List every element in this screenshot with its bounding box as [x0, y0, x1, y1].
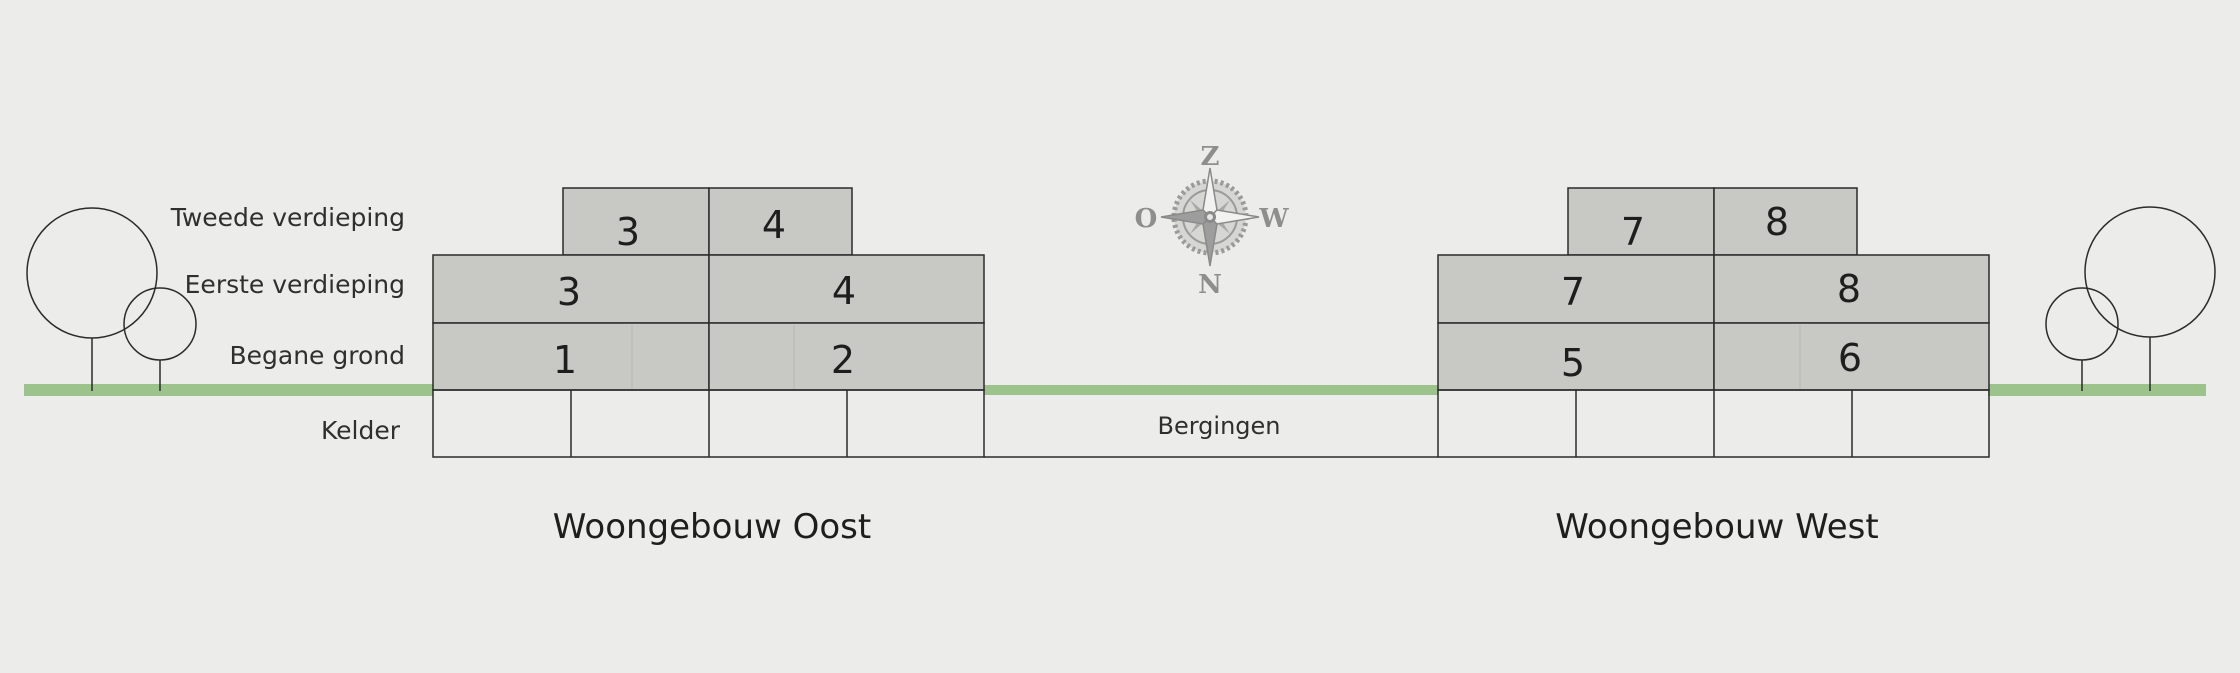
- unit-number: 7: [1621, 210, 1645, 254]
- floor-label-first: Eerste verdieping: [185, 270, 405, 299]
- unit-number: 1: [553, 338, 577, 382]
- building-name-east: Woongebouw Oost: [553, 507, 871, 547]
- unit-number: 5: [1561, 341, 1585, 385]
- storage-area: Bergingen: [984, 412, 1438, 458]
- unit-west-second-b: [1713, 187, 1858, 256]
- unit-west-ground-b: [1713, 322, 1990, 391]
- unit-number: 3: [616, 210, 640, 254]
- compass-letter-north: N: [1198, 270, 1222, 300]
- ground-line-right: [1988, 384, 2206, 396]
- floor-label-cellar: Kelder: [321, 416, 401, 445]
- building-east: 3 4 3 4 1 2: [432, 187, 985, 458]
- compass-letter-west: W: [1258, 204, 1289, 234]
- unit-number: 3: [557, 270, 581, 314]
- unit-number: 7: [1561, 270, 1585, 314]
- building-name-west: Woongebouw West: [1555, 507, 1878, 547]
- trees-left-icon: [26, 207, 197, 391]
- unit-east-second-a: [562, 187, 710, 256]
- unit-number: 8: [1765, 200, 1789, 244]
- unit-east-first-b: [708, 254, 985, 324]
- compass-letter-south: Z: [1201, 142, 1220, 172]
- floor-label-ground: Begane grond: [229, 341, 405, 370]
- unit-west-first-b: [1713, 254, 1990, 324]
- compass-letter-east: O: [1135, 204, 1158, 234]
- unit-east-ground-a: [432, 322, 710, 391]
- storage-label: Bergingen: [1158, 412, 1281, 440]
- unit-number: 4: [762, 203, 786, 247]
- unit-number: 6: [1838, 336, 1862, 380]
- unit-number: 2: [831, 338, 855, 382]
- floor-label-second: Tweede verdieping: [170, 203, 405, 232]
- ground-line-left: [24, 384, 433, 396]
- compass-rose-icon: [1160, 167, 1260, 267]
- unit-west-second-a: [1567, 187, 1715, 256]
- ground-line-middle: [984, 385, 1438, 395]
- unit-west-first-a: [1437, 254, 1715, 324]
- building-west: 7 8 7 8 5 6: [1437, 187, 1990, 458]
- unit-number: 4: [832, 269, 856, 313]
- unit-number: 8: [1837, 267, 1861, 311]
- unit-east-ground-b: [708, 322, 985, 391]
- trees-right-icon: [2045, 206, 2216, 391]
